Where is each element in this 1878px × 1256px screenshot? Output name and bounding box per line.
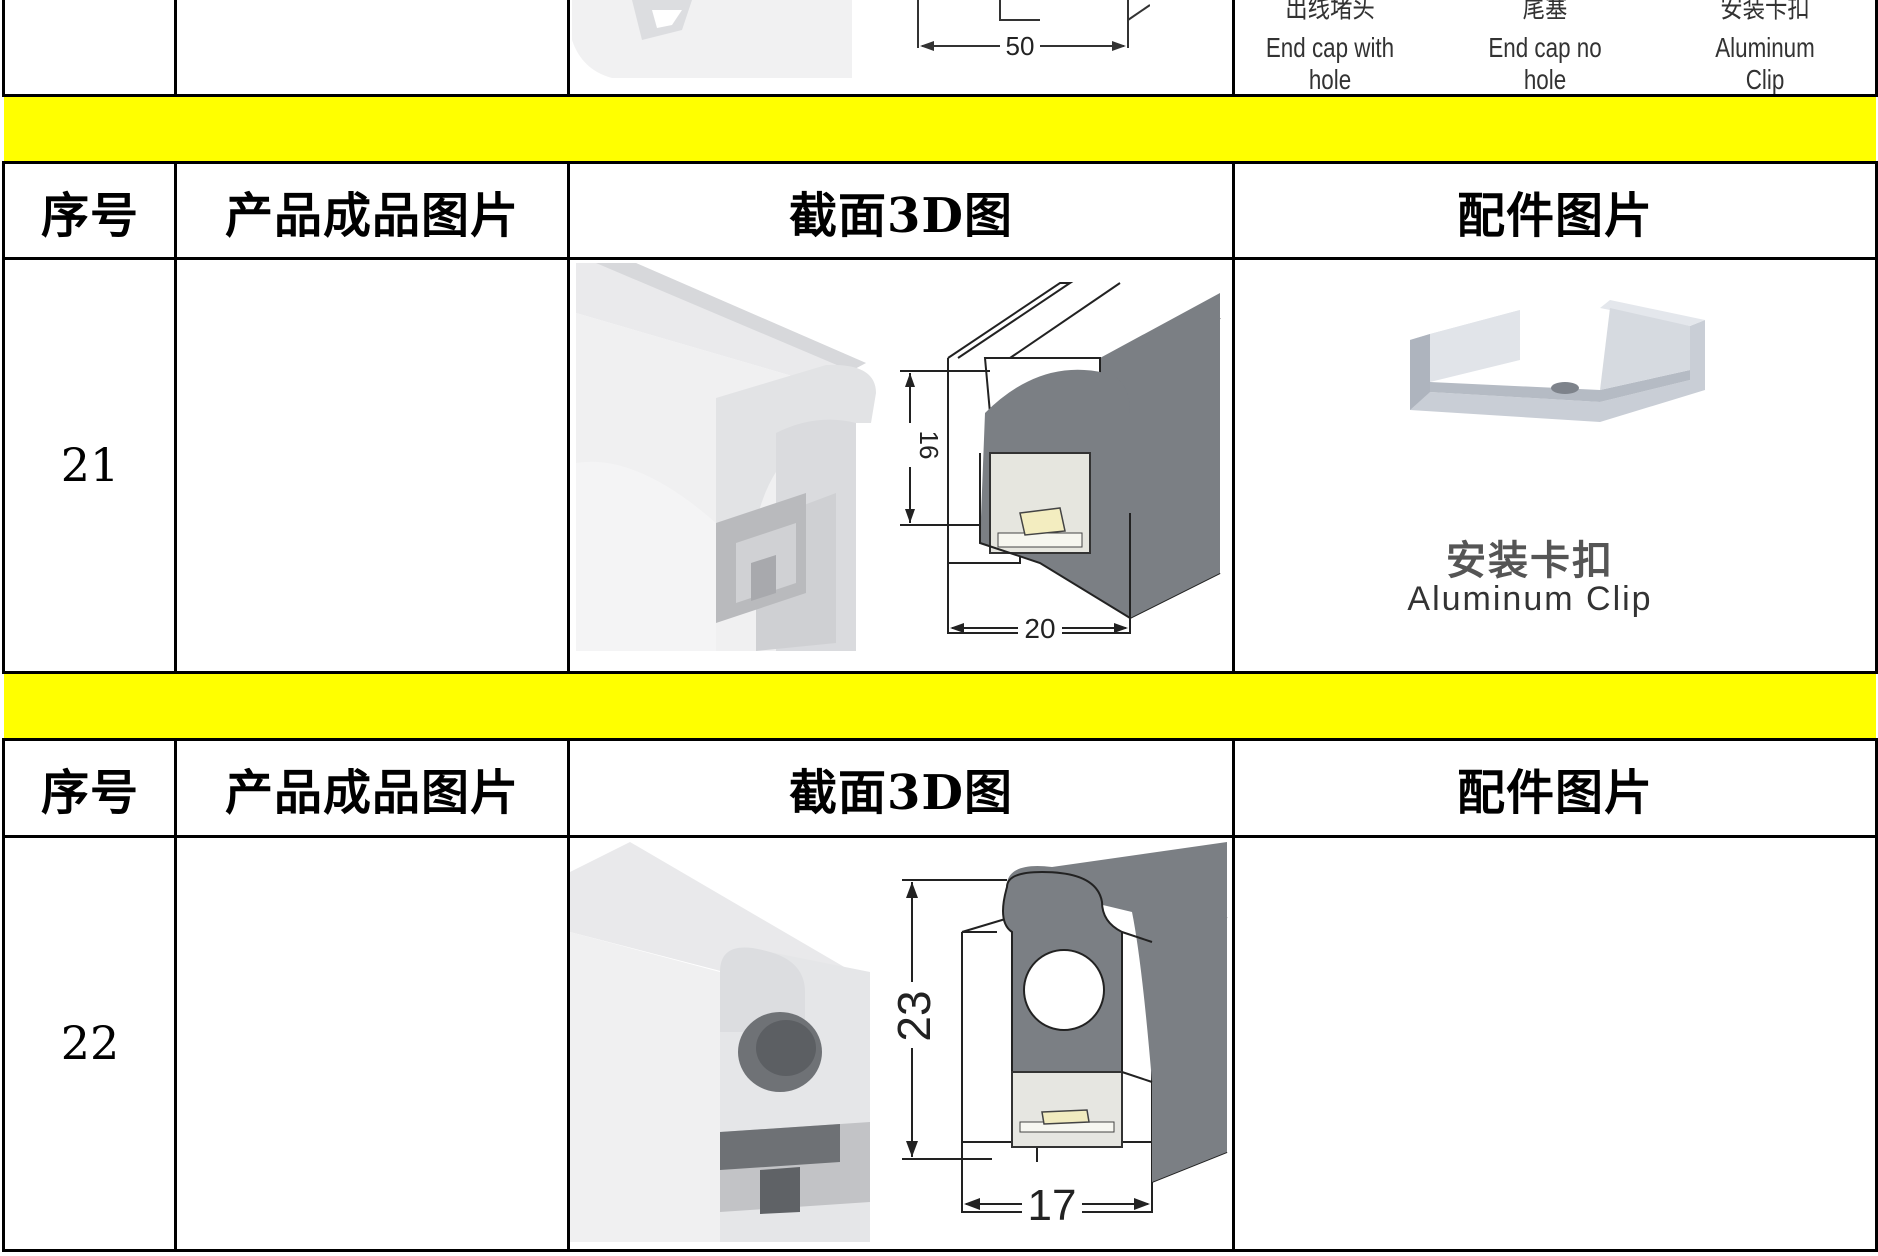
grid-line	[1232, 0, 1235, 97]
header-product-photo: 产品成品图片	[224, 765, 519, 821]
row22-width-dimension: 17	[1028, 1181, 1077, 1230]
grid-line	[1232, 161, 1235, 674]
grid-line	[174, 0, 177, 97]
row21-height-dimension: 16	[914, 431, 944, 460]
grid-line	[567, 0, 570, 97]
grid-line	[174, 161, 177, 674]
header-product-photo: 产品成品图片	[224, 187, 519, 244]
top-accessory-label-2: 尾塞 End cap no hole	[1473, 0, 1617, 96]
header-section-3d: 截面3D图	[788, 187, 1014, 244]
accessory-cn-label: 安装卡扣	[1720, 0, 1810, 23]
top-product-photo	[572, 0, 852, 78]
grid-line	[2, 738, 1878, 741]
header-accessory-photo: 配件图片	[1456, 187, 1653, 244]
grid-line	[2, 94, 1878, 97]
section-separator	[4, 674, 1876, 738]
grid-line	[2, 257, 1878, 260]
accessory-en-label: Aluminum Clip	[1715, 32, 1815, 95]
row-number: 21	[60, 438, 120, 492]
product-3d-render-22	[570, 842, 890, 1242]
section-dimension-drawing-22: 23 17	[892, 842, 1228, 1230]
top-dimension-label: 50	[1006, 31, 1035, 61]
top-accessory-label-3: 安装卡扣 Aluminum Clip	[1693, 0, 1837, 96]
accessory-en-label: End cap no hole	[1488, 32, 1602, 95]
product-3d-render-21	[576, 263, 888, 651]
row22-height-dimension: 23	[892, 990, 940, 1041]
grid-line	[2, 1249, 1878, 1252]
grid-line	[2, 835, 1878, 838]
section-separator	[4, 97, 1876, 161]
grid-line	[567, 738, 570, 1252]
row21-width-dimension: 20	[1024, 613, 1055, 644]
aluminum-clip-image	[1410, 300, 1705, 422]
grid-line	[2, 161, 1878, 164]
header-section-3d: 截面3D图	[788, 765, 1014, 821]
grid-line	[2, 738, 5, 1252]
grid-line	[1875, 161, 1878, 674]
header-seq: 序号	[40, 765, 139, 821]
row21-accessory-en: Aluminum Clip	[1407, 580, 1653, 618]
grid-line	[1232, 738, 1235, 1252]
header-accessory-photo: 配件图片	[1456, 765, 1653, 821]
grid-line	[174, 738, 177, 1252]
grid-line	[2, 671, 1878, 674]
row-number: 22	[60, 1016, 120, 1070]
accessory-cn-label: 出线堵头	[1285, 0, 1375, 23]
grid-line	[2, 0, 5, 97]
grid-line	[1875, 738, 1878, 1252]
grid-line	[2, 161, 5, 674]
section-dimension-drawing-21: 16 20	[896, 282, 1221, 644]
accessory-en-label: End cap with hole	[1265, 32, 1395, 95]
accessory-cn-label: 尾塞	[1522, 0, 1568, 23]
grid-line	[1875, 0, 1878, 97]
top-accessory-label-1: 出线堵头 End cap with hole	[1258, 0, 1402, 96]
grid-line	[567, 161, 570, 674]
header-seq: 序号	[40, 187, 139, 244]
top-section-drawing: 50	[917, 0, 1150, 61]
row21-accessory-cn: 安装卡扣	[1446, 539, 1614, 583]
